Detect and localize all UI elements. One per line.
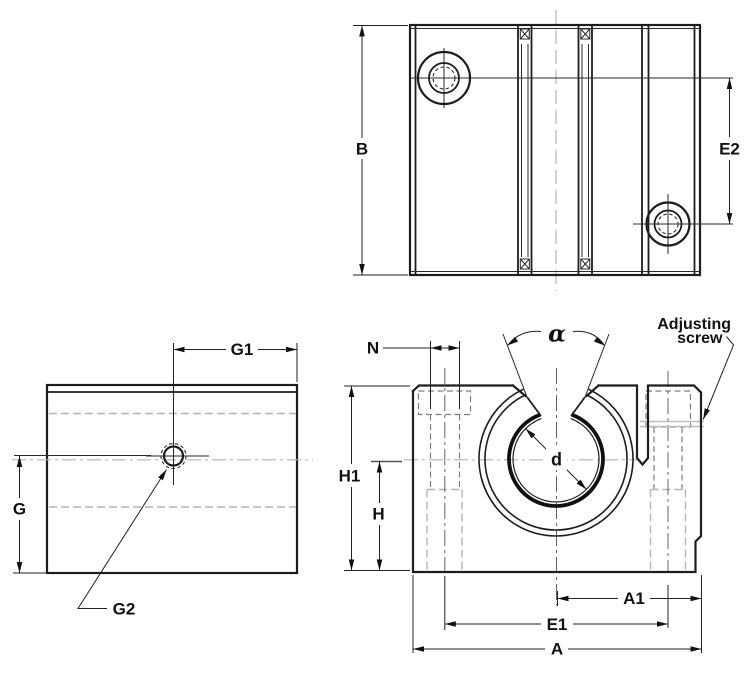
grease-hole [160,442,187,470]
hidden-hole-right [640,371,704,572]
dimension-E1: E1 [444,613,668,635]
callout-adjusting-screw: Adjusting screw [657,316,735,421]
label-H: H [372,505,384,524]
front-view: α Adjusting screw d N [336,316,735,660]
seal-slit-right [577,25,593,275]
seal-slit-left [517,25,533,275]
bushing-ring [507,413,605,508]
dimension-E2: E2 [714,78,746,224]
dimension-alpha: α [505,321,607,348]
label-adjusting: Adjusting [657,316,731,333]
top-view-body [408,23,702,277]
mounting-hole-bottom-right [645,201,691,247]
label-G1: G1 [231,340,254,359]
side-view-body [45,383,299,575]
callout-G2: G2 [77,467,169,619]
dimension-A1: A1 [557,588,702,609]
side-view: G1 G G2 [8,339,313,619]
hidden-hole-left [417,368,472,572]
label-alpha: α [548,321,566,348]
dimension-d: d [523,426,589,492]
dimension-G: G [8,456,48,574]
dimension-B: B [351,25,408,276]
label-G: G [13,500,26,519]
mounting-hole-top-left [416,50,472,106]
label-B: B [356,140,368,159]
top-view: B E2 [351,10,746,291]
label-N: N [367,339,379,358]
label-d: d [551,450,562,470]
label-A: A [551,640,563,659]
dimension-H: H [368,460,402,571]
dimension-N: N [367,339,460,409]
dimension-A: A [413,638,702,660]
dimension-H1: H1 [336,385,410,571]
label-A1: A1 [623,589,645,608]
label-G2: G2 [113,600,136,619]
label-E1: E1 [547,615,568,634]
label-E2: E2 [719,140,740,159]
dimension-G1: G1 [173,339,298,430]
seal-block [580,28,591,270]
seal-block [519,28,530,270]
label-screw: screw [677,330,723,347]
bore [478,388,634,537]
label-H1: H1 [339,467,361,486]
